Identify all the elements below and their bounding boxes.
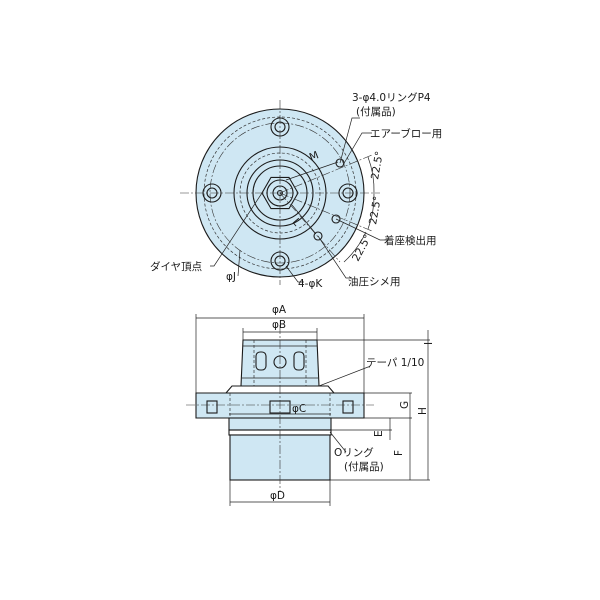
flange-collar: [224, 385, 336, 394]
leader-seat-detect: [335, 218, 388, 241]
leader-taper: [318, 366, 370, 387]
dim-l-line: [291, 204, 317, 235]
dim-phi-c: φC: [292, 403, 306, 415]
angle-label-top: 22.5°: [369, 150, 386, 180]
dim-h: H: [417, 407, 429, 415]
label-oring: Oリング: [334, 446, 374, 459]
dim-e: E: [373, 430, 385, 437]
leader-ring: [339, 117, 360, 164]
flange-bolt-left: [206, 400, 218, 414]
angle-line-bottom: [279, 192, 341, 263]
label-ring-sub: (付属品): [356, 105, 396, 118]
label-diamond-apex: ダイヤ頂点: [150, 260, 202, 273]
oil-seal-port: [313, 231, 323, 241]
dim-m: M: [308, 149, 321, 164]
label-taper: テーパ 1/10: [366, 357, 424, 369]
seat-detect-port: [331, 214, 341, 224]
side-view: φA φB φC φD I G H E F テーパ 1/10: [186, 304, 435, 506]
dim-g: G: [399, 401, 411, 409]
angle-label-mid: 22.5°: [367, 195, 384, 225]
leader-diamond: [210, 192, 263, 267]
dim-phi-d: φD: [270, 490, 285, 502]
label-ring: 3-φ4.0リングP4: [352, 91, 431, 104]
dim-f: F: [393, 450, 405, 456]
label-phi-j: φJ: [226, 271, 236, 283]
leader-oring: [329, 431, 347, 453]
flange-bolt-right: [342, 400, 354, 414]
leader-phi-j: [237, 249, 241, 277]
hub-window-left: [255, 351, 267, 371]
label-oil-seal: 油圧シメ用: [348, 275, 401, 288]
angle-label-bottom: 22.5°: [350, 232, 374, 263]
angle-arc-mid: [367, 192, 375, 230]
top-view: M L 22.5° 22.5° 22.5° 3-φ4.0リングP4 (付属品) …: [150, 91, 442, 290]
dim-m-line: [285, 161, 339, 181]
leader-air-blow: [342, 132, 372, 166]
angle-arc-top: [367, 156, 375, 194]
dim-i: I: [423, 342, 435, 345]
label-seat-detect: 着座検出用: [384, 234, 437, 247]
dim-phi-a: φA: [272, 304, 287, 316]
hub-window-right: [293, 351, 305, 371]
dim-phi-b: φB: [272, 319, 286, 331]
angle-line-top: [279, 154, 373, 194]
angle-line-mid: [279, 192, 373, 232]
label-air-blow: エアーブロー用: [370, 127, 442, 140]
leader-oil-seal: [317, 235, 352, 279]
label-4-phi-k: 4-φK: [298, 278, 323, 290]
label-oring-sub: (付属品): [344, 460, 384, 473]
leader-phi-k: [285, 265, 304, 283]
